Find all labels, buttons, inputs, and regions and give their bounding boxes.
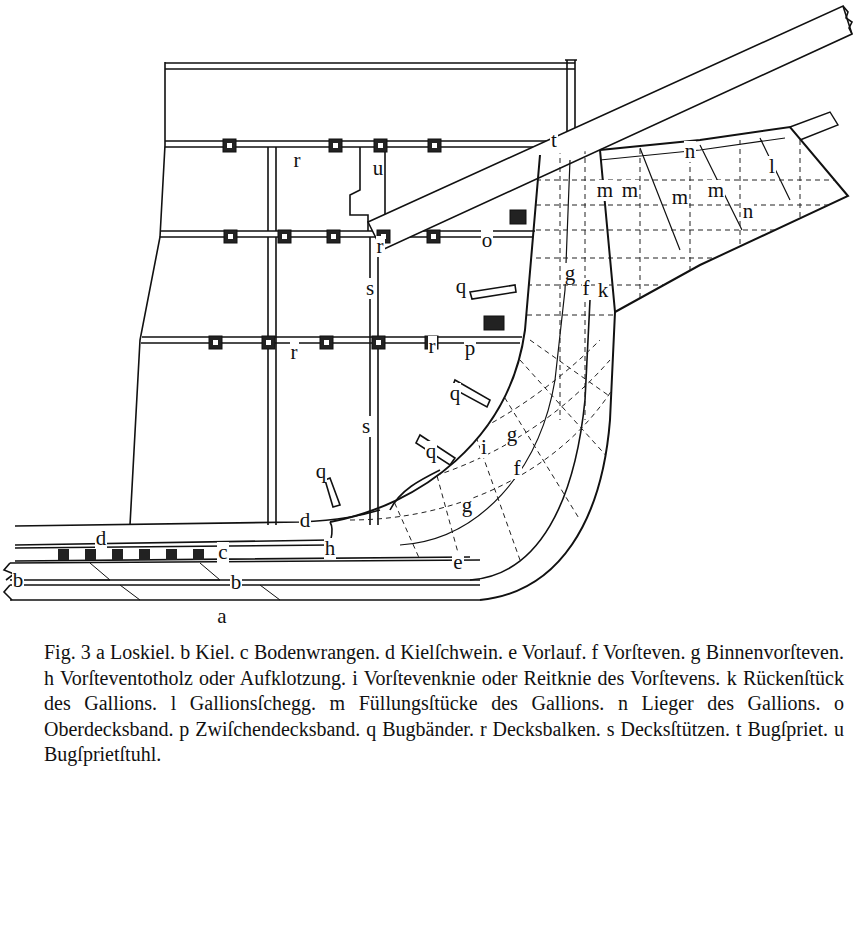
callout-letter: g xyxy=(461,495,474,516)
callout-letter: q xyxy=(449,383,462,404)
callout-letter: f xyxy=(513,458,522,479)
callout-letter: n xyxy=(684,141,697,162)
stem-seam xyxy=(470,300,590,580)
deck-beam-face xyxy=(213,143,437,345)
callout-letter: i xyxy=(480,437,488,458)
callout-letter: r xyxy=(293,150,302,171)
callout-letter: l xyxy=(768,156,776,177)
callout-letter: b xyxy=(12,570,25,591)
callout-letter: m xyxy=(596,180,614,201)
gallion-head xyxy=(790,112,838,140)
callout-letter: u xyxy=(372,158,385,179)
callout-letter: r xyxy=(428,336,437,357)
callout-letter: q xyxy=(315,461,328,482)
callout-letter: c xyxy=(217,542,228,563)
hull-outline xyxy=(130,62,165,525)
bow-band xyxy=(470,285,516,299)
callout-letter: h xyxy=(324,538,337,559)
frame-grid xyxy=(330,140,859,560)
keelson xyxy=(15,510,380,526)
stem-inner xyxy=(330,155,540,522)
callout-letter: m xyxy=(707,180,725,201)
callout-letter: f xyxy=(582,278,591,299)
callout-letter: k xyxy=(597,280,610,301)
callout-letter: r xyxy=(290,342,299,363)
stem-seam xyxy=(400,160,570,545)
deadwood xyxy=(390,470,440,510)
false-keel xyxy=(10,585,480,600)
gallion-outline xyxy=(600,127,848,312)
deck-beam xyxy=(209,139,526,349)
floor-block xyxy=(58,549,204,560)
stem-outer xyxy=(480,150,615,600)
callout-letter: s xyxy=(365,278,375,299)
callout-letter: g xyxy=(564,263,577,284)
callout-letter: m xyxy=(671,187,689,208)
callout-letter: s xyxy=(361,416,371,437)
callout-letter: t xyxy=(550,130,558,151)
callout-letter: q xyxy=(425,441,438,462)
callout-letter: p xyxy=(464,338,477,359)
keel-scarf xyxy=(90,563,280,600)
callout-letter: d xyxy=(95,528,108,549)
callout-letter: g xyxy=(506,424,519,445)
gallion-piece xyxy=(600,138,790,250)
bow-band xyxy=(416,435,455,465)
deck-line xyxy=(160,231,535,237)
figure-caption: Fig. 3 a Loskiel. b Kiel. c Bodenwrangen… xyxy=(44,640,844,768)
bowsprit-break xyxy=(843,6,852,34)
callout-letter: r xyxy=(376,236,385,257)
callout-letter: a xyxy=(216,606,227,627)
deck-line xyxy=(165,141,548,147)
callout-letter: q xyxy=(455,276,468,297)
callout-letter: o xyxy=(481,230,494,251)
callout-letter: n xyxy=(742,201,755,222)
bow-band xyxy=(325,478,340,507)
keel xyxy=(10,560,480,580)
keelson xyxy=(15,540,330,545)
top-rail xyxy=(165,63,575,69)
callout-letter: e xyxy=(452,552,463,573)
floor-line xyxy=(15,545,470,561)
callout-letter: b xyxy=(230,572,243,593)
callout-letter: d xyxy=(299,510,312,531)
callout-letter: m xyxy=(621,180,639,201)
